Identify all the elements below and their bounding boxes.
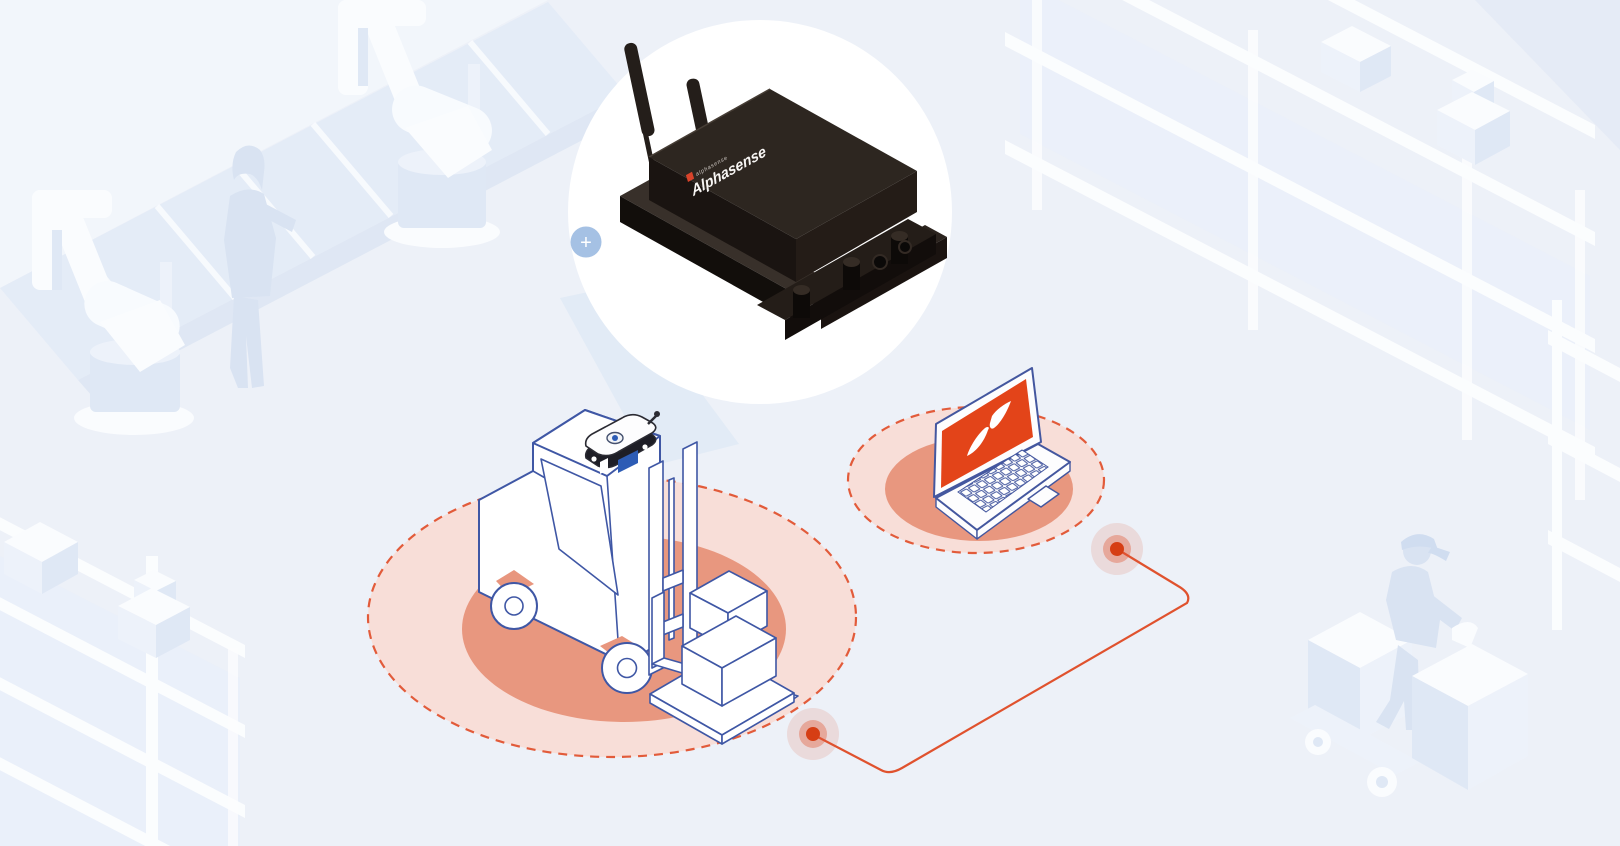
worker-cart-icon: [1290, 534, 1528, 797]
connection-node-forklift: [787, 708, 839, 760]
forklift-windshield: [540, 458, 619, 596]
robot-arm-icon: [338, 0, 500, 248]
load-box: [681, 615, 777, 707]
box-icon: [4, 522, 78, 594]
device-top-face: [649, 89, 917, 239]
callout-beam: [560, 285, 739, 466]
add-button[interactable]: +: [570, 226, 602, 258]
box-stack-icon: [118, 570, 190, 658]
node-core: [1110, 542, 1124, 556]
laptop[interactable]: [933, 367, 1071, 540]
device-edge: [648, 88, 771, 158]
box-icon: [1321, 26, 1391, 92]
alphasense-arrow-logo: [967, 401, 1011, 456]
laptop-keyboard[interactable]: [957, 449, 1049, 513]
forklift: [478, 409, 799, 745]
connection-node-laptop: [1091, 523, 1143, 575]
wall-wedge-right: [1475, 0, 1620, 150]
box-stack-icon: [1437, 70, 1510, 165]
device-front-face: [649, 157, 796, 282]
sensor-device-icon: [584, 411, 660, 474]
person-icon: [224, 145, 296, 388]
plus-glyph: +: [580, 232, 592, 254]
laptop-touchpad[interactable]: [1027, 485, 1060, 508]
device-bracket: [757, 219, 936, 340]
plus-icon[interactable]: [570, 226, 602, 258]
connection-line: [812, 547, 1190, 774]
robot-arm-icon: [32, 190, 194, 435]
alphasense-device: alphasense Alphasense: [620, 42, 947, 340]
shelf-rack-right-edge: [1548, 300, 1620, 630]
wheel-hub: [504, 596, 524, 616]
laptop-screen: [941, 379, 1033, 488]
node-core: [806, 727, 820, 741]
wheel-hub: [616, 657, 638, 679]
device-logo-mark: [685, 171, 695, 182]
fork-carriage: [651, 591, 665, 669]
shelf-rack-bottom-left: [0, 517, 245, 846]
device-side-face: [796, 171, 917, 282]
device-flange: [620, 196, 799, 322]
shelf-rack-top-right: [1005, 0, 1595, 500]
